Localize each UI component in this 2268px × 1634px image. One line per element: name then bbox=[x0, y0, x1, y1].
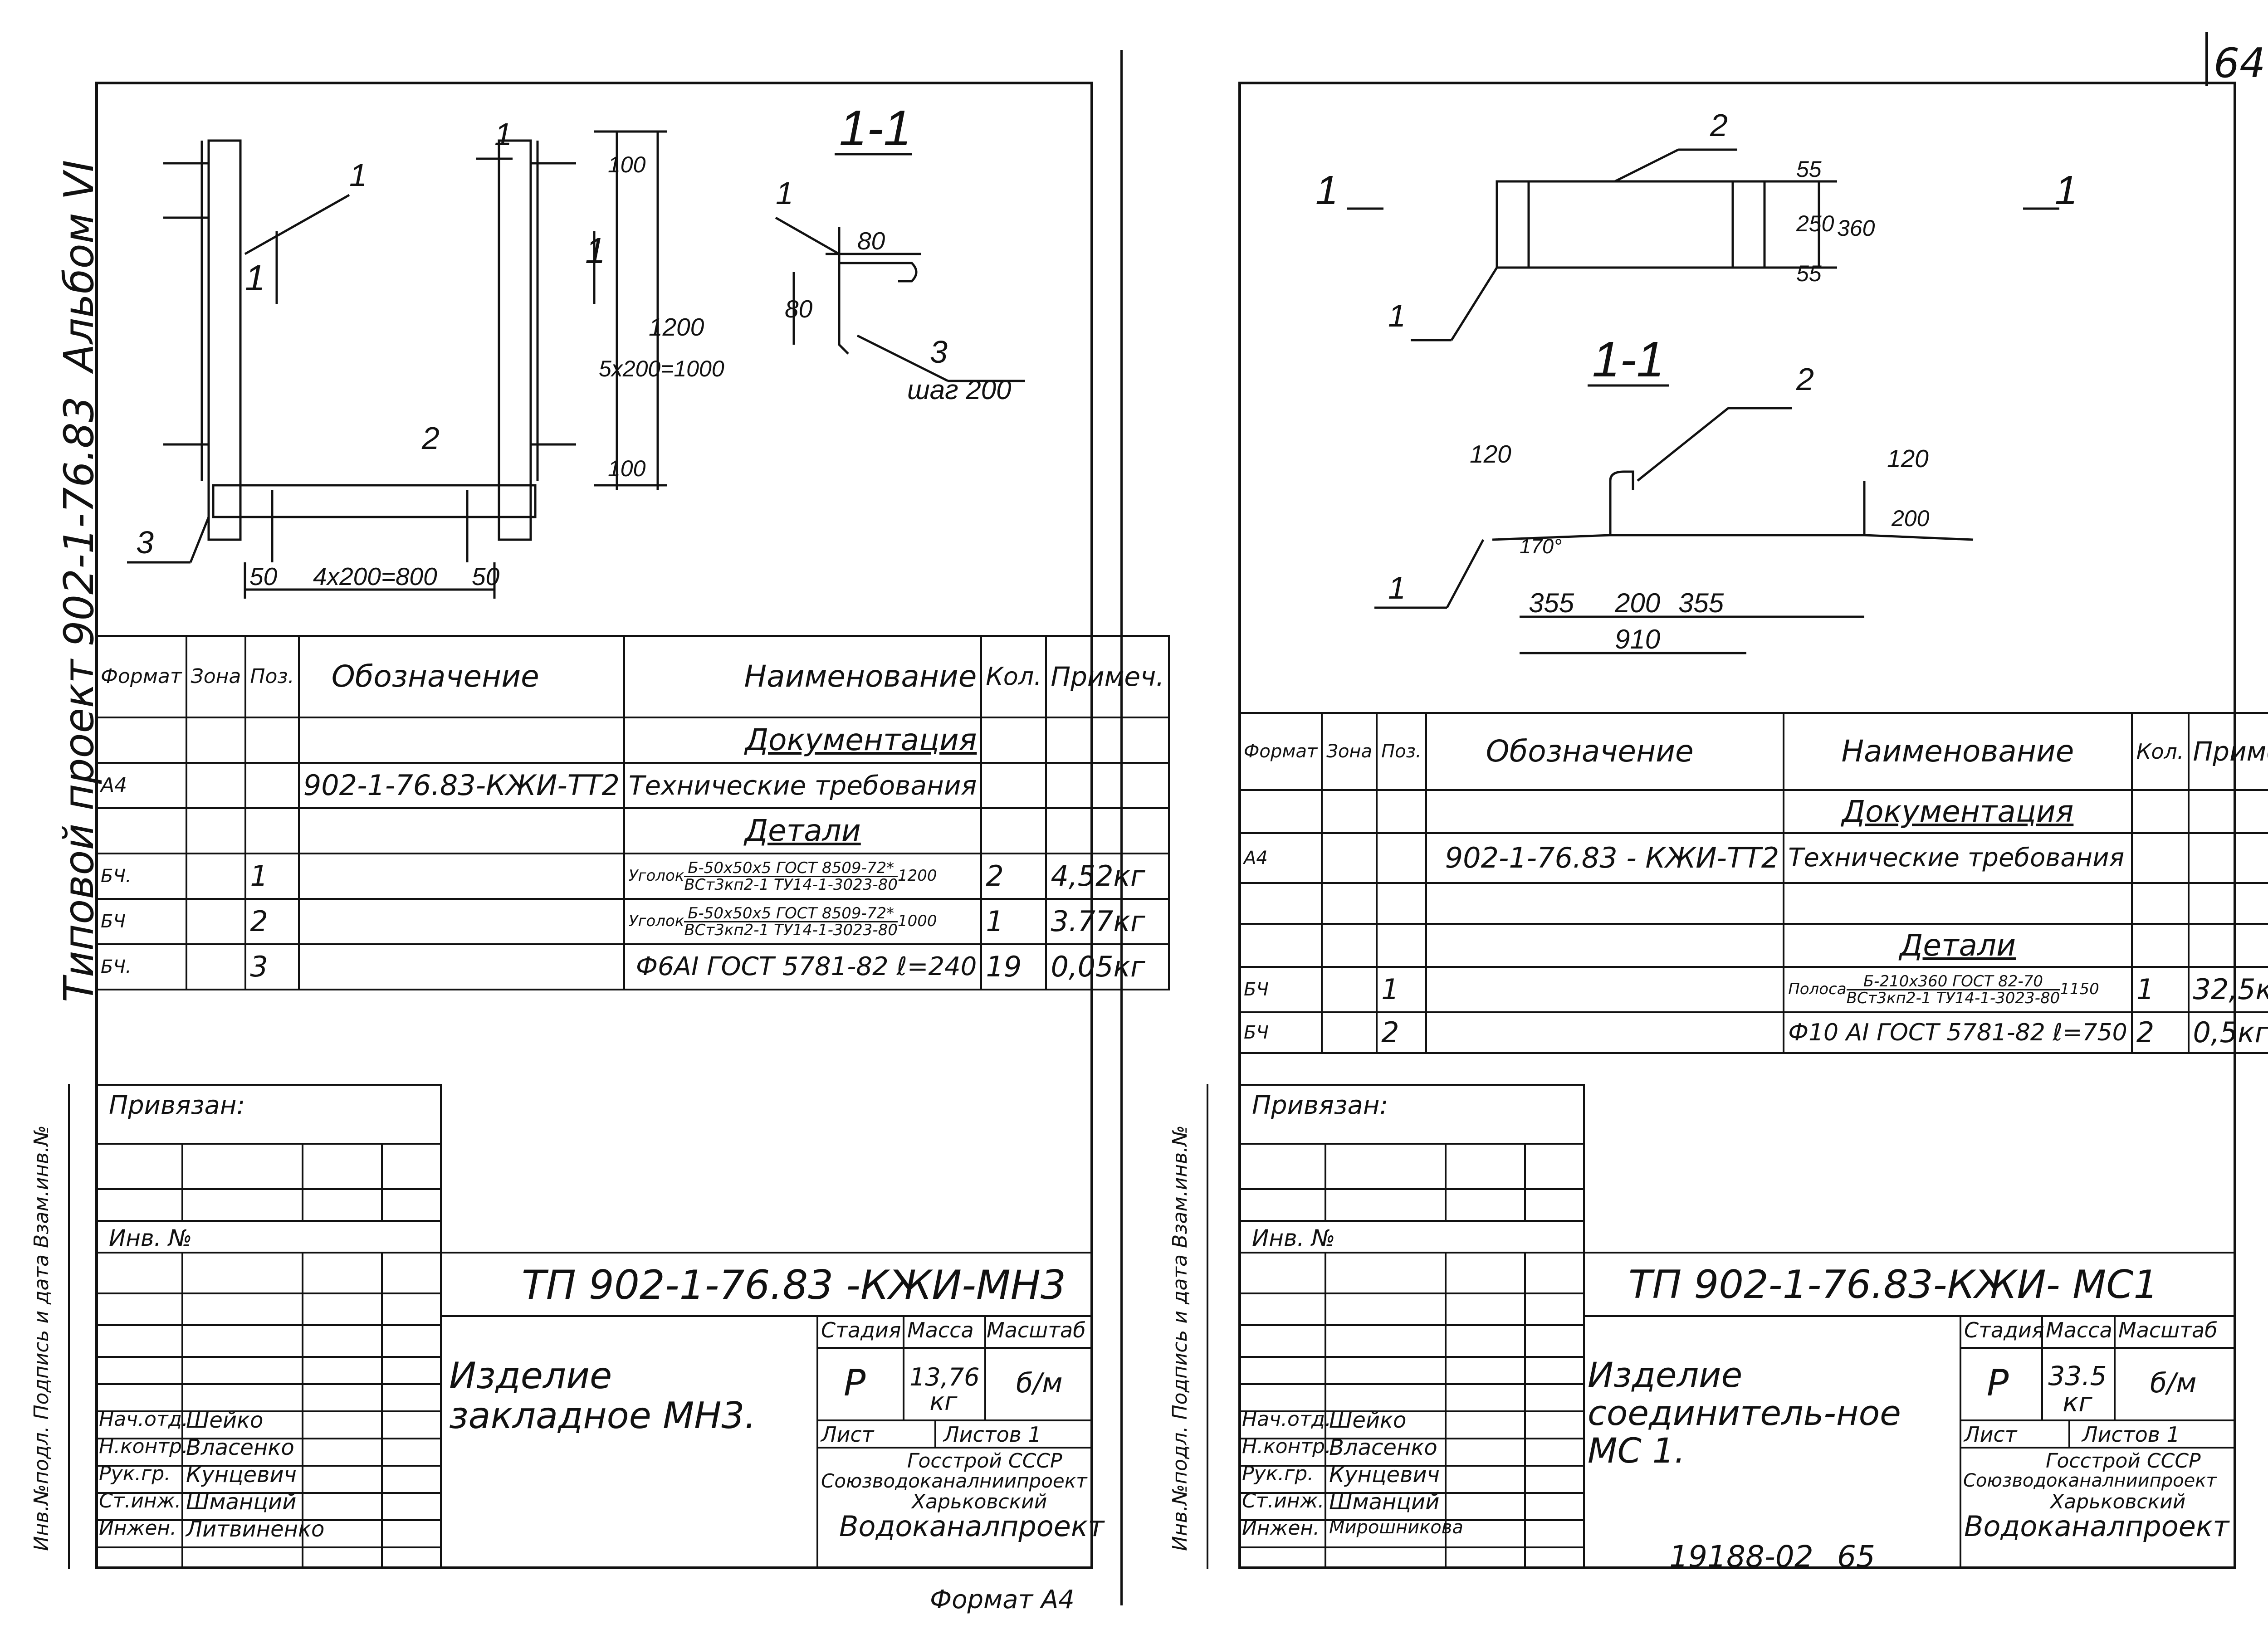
hdr-designation: Обозначение bbox=[298, 635, 625, 718]
svg-text:1: 1 bbox=[1388, 570, 1406, 605]
table-row bbox=[1238, 882, 2268, 925]
footer-code: 19188-02 bbox=[1669, 1539, 1813, 1574]
svg-text:1: 1 bbox=[494, 117, 512, 152]
table-row: А4 902-1-76.83 - КЖИ-ТТ2 Технические тре… bbox=[1238, 832, 2268, 884]
hdr-note: Примеч. bbox=[1045, 635, 1170, 718]
left-drawing: 1-1 1 1 2 3 1 1 100 5x200=1000 100 1200 … bbox=[127, 100, 1025, 599]
svg-text:80: 80 bbox=[785, 295, 813, 323]
svg-text:1: 1 bbox=[245, 258, 265, 298]
svg-text:шаг 200: шаг 200 bbox=[907, 375, 1012, 405]
svg-text:1: 1 bbox=[776, 176, 793, 211]
table-row: Детали bbox=[1238, 923, 2268, 968]
svg-text:100: 100 bbox=[608, 152, 646, 177]
hdr-format: Формат bbox=[95, 635, 187, 718]
table-row: Документация bbox=[1238, 789, 2268, 834]
svg-text:2: 2 bbox=[1710, 107, 1728, 143]
left-side-label: Инв.№подл. Подпись и дата Взам.инв.№ bbox=[30, 1125, 53, 1551]
svg-text:2: 2 bbox=[1796, 361, 1814, 397]
svg-text:250: 250 bbox=[1796, 211, 1834, 236]
svg-text:120: 120 bbox=[1887, 444, 1929, 473]
inv-label: Инв. № bbox=[109, 1225, 192, 1251]
page-number-rule bbox=[2205, 32, 2208, 86]
hdr-zone: Зона bbox=[185, 635, 247, 718]
right-stamp: Привязан: Инв. № ТП 902-1-76.83-КЖИ- МС1… bbox=[1238, 1084, 2236, 1569]
svg-text:1: 1 bbox=[585, 230, 606, 271]
table-row: А4 902-1-76.83-КЖИ-ТТ2 Технические требо… bbox=[95, 762, 1170, 809]
page-number: 64 bbox=[2214, 39, 2266, 87]
hdr-name: Наименование bbox=[623, 635, 982, 718]
right-spec-table: Формат Зона Поз. Обозначение Наименовани… bbox=[1238, 712, 2268, 1054]
svg-text:50: 50 bbox=[472, 562, 500, 590]
svg-text:1200: 1200 bbox=[649, 313, 704, 341]
linked-label: Привязан: bbox=[109, 1091, 245, 1120]
table-row: БЧ 2 Ф10 AI ГОСТ 5781-82 ℓ=750 2 0,5кг bbox=[1238, 1011, 2268, 1054]
svg-text:355: 355 bbox=[1529, 588, 1574, 618]
svg-text:3: 3 bbox=[136, 525, 154, 560]
format-label: Формат А4 bbox=[930, 1585, 1075, 1614]
svg-text:170°: 170° bbox=[1520, 535, 1562, 558]
doc-code-right: ТП 902-1-76.83-КЖИ- МС1 bbox=[1628, 1262, 2159, 1307]
svg-text:55: 55 bbox=[1796, 261, 1822, 286]
right-drawing: 1-1 2 2 1 1 1 1 55 250 55 360 120 120 20… bbox=[1315, 107, 2077, 654]
section-title-left: 1-1 bbox=[839, 100, 911, 156]
svg-text:5x200=1000: 5x200=1000 bbox=[599, 356, 724, 381]
table-row: Детали bbox=[95, 807, 1170, 854]
svg-text:360: 360 bbox=[1837, 215, 1875, 241]
svg-text:910: 910 bbox=[1615, 624, 1660, 654]
footer-num: 65 bbox=[1837, 1539, 1875, 1574]
left-spec-table: Формат Зона Поз. Обозначение Наименовани… bbox=[95, 635, 1170, 990]
svg-text:1: 1 bbox=[349, 157, 367, 193]
doc-title: Изделие закладное МН3. bbox=[449, 1355, 756, 1437]
svg-text:55: 55 bbox=[1796, 156, 1822, 182]
svg-text:120: 120 bbox=[1470, 440, 1511, 468]
svg-text:1: 1 bbox=[1388, 298, 1406, 333]
svg-text:4x200=800: 4x200=800 bbox=[313, 562, 437, 590]
svg-text:2: 2 bbox=[421, 420, 440, 456]
svg-text:100: 100 bbox=[608, 456, 646, 481]
doc-title-right: Изделие соединитель-ное МС 1. bbox=[1588, 1355, 1901, 1471]
section-title-right: 1-1 bbox=[1592, 332, 1664, 387]
project-label: Типовой проект 902-1-76.83 bbox=[55, 396, 103, 1002]
album-label: Альбом VI bbox=[55, 160, 103, 372]
hdr-pos: Поз. bbox=[244, 635, 300, 718]
svg-text:355: 355 bbox=[1678, 588, 1724, 618]
svg-text:200: 200 bbox=[1891, 506, 1930, 531]
svg-text:50: 50 bbox=[249, 562, 278, 590]
table-row: БЧ. 3 Ф6AI ГОСТ 5781-82 ℓ=240 19 0,05кг bbox=[95, 943, 1170, 990]
svg-text:3: 3 bbox=[930, 334, 948, 370]
svg-text:1: 1 bbox=[1315, 168, 1338, 213]
table-row: Документация bbox=[95, 717, 1170, 764]
doc-code: ТП 902-1-76.83 -КЖИ-МН3 bbox=[522, 1262, 1066, 1308]
left-stamp: Привязан: Инв. № ТП 902-1-76.83 -КЖИ-МН3… bbox=[95, 1084, 1104, 1569]
svg-text:80: 80 bbox=[857, 227, 885, 255]
hdr-qty: Кол. bbox=[980, 635, 1047, 718]
svg-text:200: 200 bbox=[1614, 588, 1660, 618]
right-side-label: Инв.№подл. Подпись и дата Взам.инв.№ bbox=[1168, 1125, 1192, 1551]
svg-text:1: 1 bbox=[2055, 168, 2077, 213]
